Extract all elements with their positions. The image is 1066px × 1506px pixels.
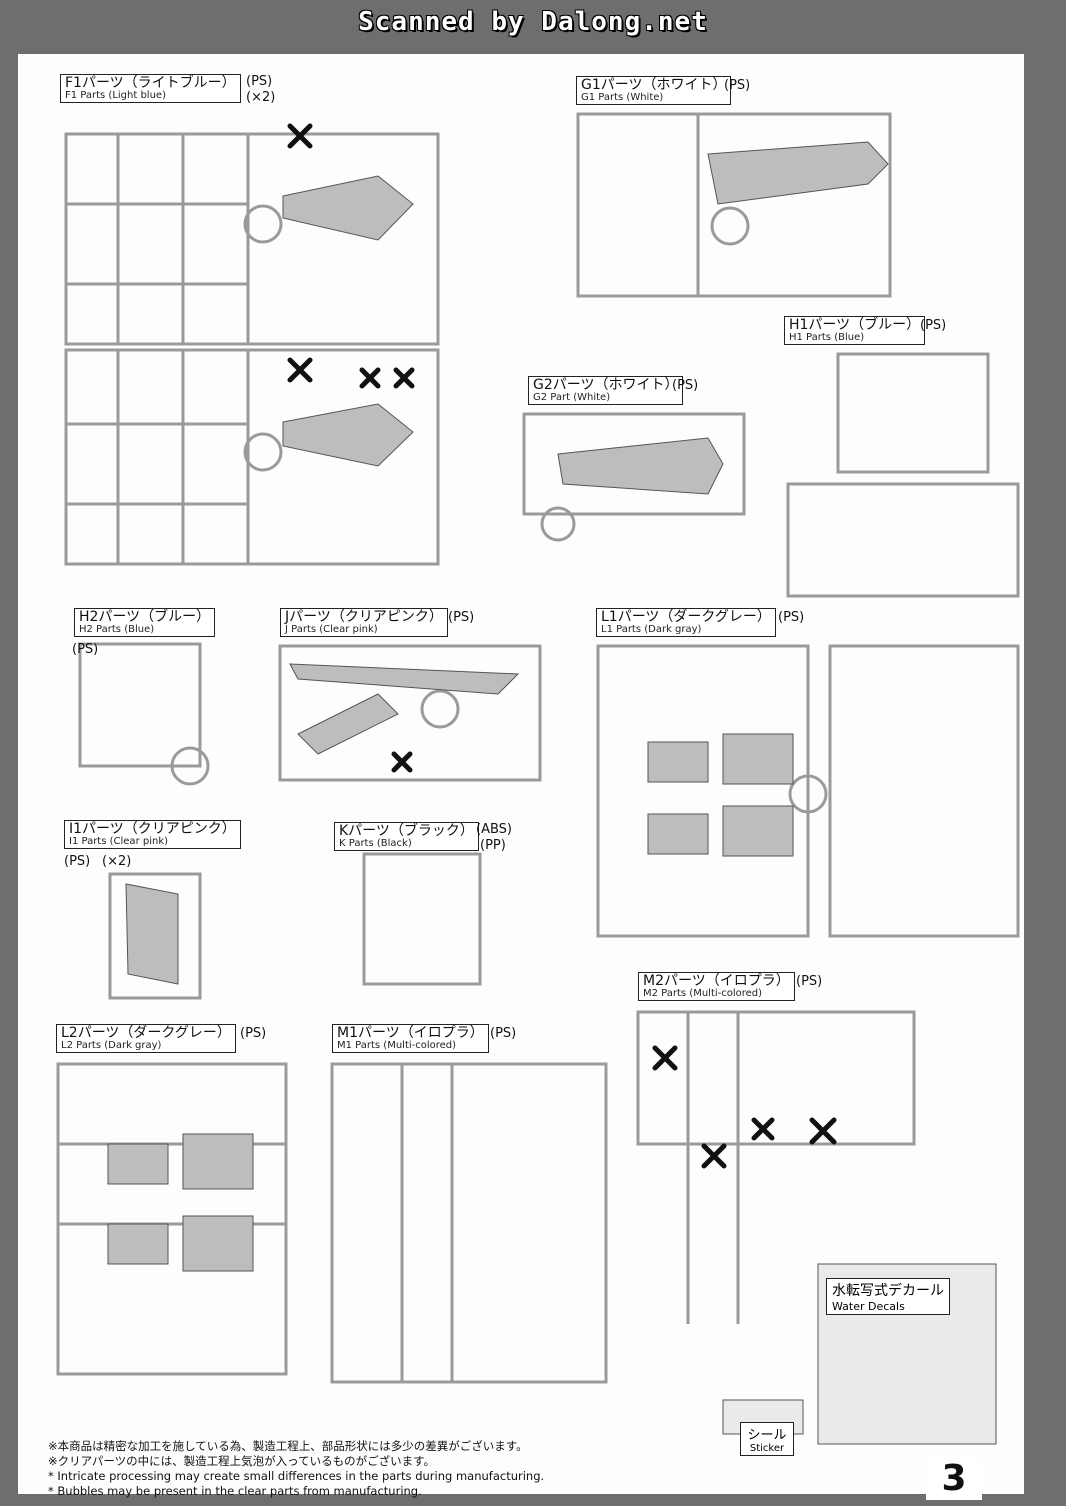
scan-header: Scanned by Dalong.net — [0, 0, 1066, 44]
runner-m1-frame — [330, 1062, 608, 1384]
runner-h2-frame — [78, 642, 202, 768]
runner-g2-frame — [522, 412, 746, 516]
runner-f1-a-frame — [64, 132, 440, 346]
section-label-f1: F1パーツ（ライトブルー）F1 Parts (Light blue) — [60, 74, 241, 104]
part-l2-cylinder-d — [182, 1215, 254, 1272]
section-label-g2: G2パーツ（ホワイト）G2 Part (White) — [528, 376, 684, 406]
material-k-pp: (PP) — [480, 838, 506, 853]
part-j-fin — [297, 693, 399, 755]
part-l1-cylinder-c — [647, 813, 709, 855]
x-mark-7 — [701, 1143, 727, 1169]
material-h1: (PS) — [920, 318, 947, 333]
part-l1-cylinder-a — [647, 741, 709, 783]
x-mark-3 — [359, 367, 381, 389]
section-label-g1: G1パーツ（ホワイト）G1 Parts (White) — [576, 76, 732, 106]
page-number: 3 — [926, 1458, 982, 1500]
x-mark-2 — [287, 357, 313, 383]
section-label-h1: H1パーツ（ブルー）H1 Parts (Blue) — [784, 316, 926, 346]
quantity-i1: (×2) — [102, 854, 132, 869]
note-line: ※クリアパーツの中には、製造工程上気泡が入っているものがございます。 — [48, 1454, 435, 1468]
part-l2-cylinder-b — [182, 1133, 254, 1190]
part-g1-body — [707, 141, 889, 205]
runner-l1-a-frame — [596, 644, 810, 938]
instruction-sheet: F1パーツ（ライトブルー）F1 Parts (Light blue) (PS) … — [18, 54, 1024, 1498]
runner-l2-frame — [56, 1062, 288, 1376]
material-f1: (PS) — [246, 74, 273, 89]
material-g1: (PS) — [724, 78, 751, 93]
x-mark-9 — [809, 1117, 837, 1145]
section-label-l2: L2パーツ（ダークグレー）L2 Parts (Dark gray) — [56, 1024, 236, 1054]
runner-k-frame — [362, 852, 482, 986]
material-j: (PS) — [448, 610, 475, 625]
x-mark-8 — [751, 1117, 775, 1141]
material-l1: (PS) — [778, 610, 805, 625]
runner-i1-frame — [108, 872, 202, 1000]
part-g2-body — [557, 437, 724, 495]
section-label-j: Jパーツ（クリアピンク）J Parts (Clear pink) — [280, 608, 448, 638]
material-m1: (PS) — [490, 1026, 517, 1041]
runner-l1-b-frame — [828, 644, 1020, 938]
part-l2-cylinder-a — [107, 1143, 169, 1185]
section-label-h2: H2パーツ（ブルー）H2 Parts (Blue) — [74, 608, 216, 638]
section-label-m2: M2パーツ（イロプラ）M2 Parts (Multi-colored) — [638, 972, 795, 1002]
runner-f1-b-frame — [64, 348, 440, 566]
note-line: * Intricate processing may create small … — [48, 1469, 545, 1483]
note-line: * Bubbles may be present in the clear pa… — [48, 1484, 422, 1498]
runner-h1-a-frame — [836, 352, 990, 474]
material-g2: (PS) — [672, 378, 699, 393]
quantity-f1: (×2) — [246, 90, 276, 105]
x-mark-5 — [391, 751, 413, 773]
material-k-abs: (ABS) — [476, 822, 512, 837]
material-m2: (PS) — [796, 974, 823, 989]
part-j-blade — [289, 663, 520, 695]
runner-h1-b-frame — [786, 482, 1020, 598]
part-l1-cylinder-d — [722, 805, 794, 857]
material-h2: (PS) — [72, 642, 99, 657]
x-mark-6 — [652, 1045, 678, 1071]
runner-diagrams — [56, 112, 1020, 1445]
runner-m2-frame — [636, 1010, 916, 1146]
x-mark-4 — [393, 367, 415, 389]
section-label-l1: L1パーツ（ダークグレー）L1 Parts (Dark gray) — [596, 608, 776, 638]
material-l2: (PS) — [240, 1026, 267, 1041]
part-f1-canopy-b — [282, 403, 414, 467]
part-l1-cylinder-b — [722, 733, 794, 785]
manufacturing-notes: ※本商品は精密な加工を施している為、製造工程上、部品形状には多少の差異がございま… — [48, 1439, 544, 1499]
section-label-i1: I1パーツ（クリアピンク）I1 Parts (Clear pink) — [64, 820, 241, 850]
runner-j-frame — [278, 644, 542, 782]
section-label-m1: M1パーツ（イロプラ）M1 Parts (Multi-colored) — [332, 1024, 489, 1054]
scan-credit: Scanned by Dalong.net — [358, 7, 708, 37]
x-mark-1 — [287, 123, 313, 149]
part-f1-canopy-a — [282, 175, 414, 241]
section-label-k: Kパーツ（ブラック）K Parts (Black) — [334, 822, 479, 852]
part-l2-cylinder-c — [107, 1223, 169, 1265]
material-i1: (PS) — [64, 854, 91, 869]
note-line: ※本商品は精密な加工を施している為、製造工程上、部品形状には多少の差異がございま… — [48, 1439, 528, 1453]
runner-g1-frame — [576, 112, 892, 298]
part-i1-wing — [125, 883, 179, 985]
